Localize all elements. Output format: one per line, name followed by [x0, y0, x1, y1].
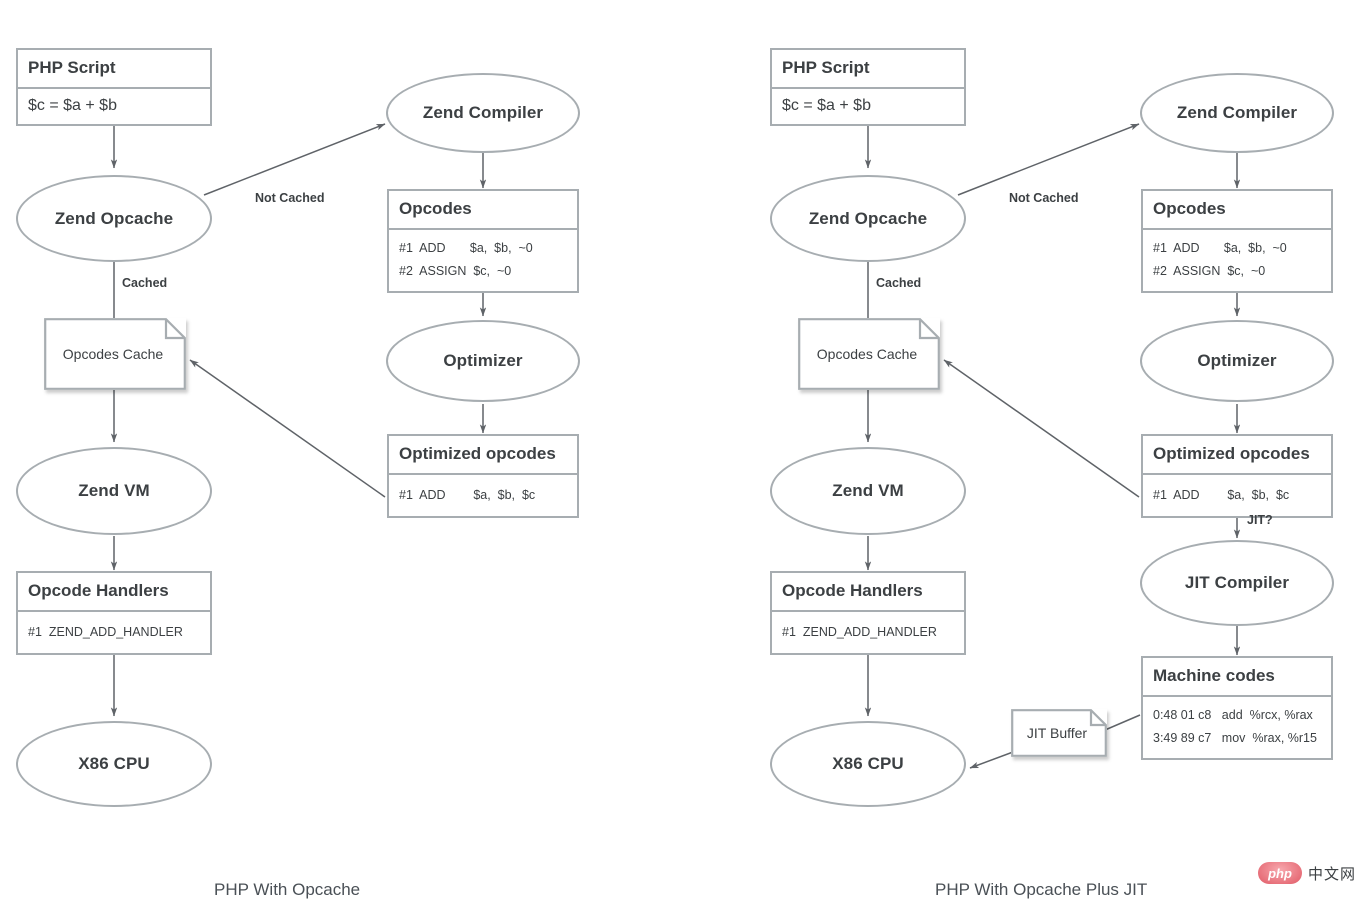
right-opcode-handlers-box: Opcode Handlers #1 ZEND_ADD_HANDLER	[770, 571, 966, 655]
left-zend-opcache-label: Zend Opcache	[54, 208, 174, 228]
right-edge-label-cached: Cached	[876, 276, 922, 290]
right-jit-compiler-ellipse: JIT Compiler	[1140, 540, 1334, 626]
right-opcode-handlers-row-1: #1 ZEND_ADD_HANDLER	[782, 624, 937, 639]
left-x86-cpu-label: X86 CPU	[78, 754, 150, 773]
right-machine-codes-box: Machine codes 0:48 01 c8 add %rcx, %rax …	[1141, 656, 1333, 760]
right-php-script-header: PHP Script	[772, 50, 964, 89]
left-zend-compiler-ellipse: Zend Compiler	[386, 73, 580, 153]
right-zend-compiler-label: Zend Compiler	[1176, 103, 1298, 122]
right-zend-compiler-ellipse: Zend Compiler	[1140, 73, 1334, 153]
right-opcodes-row-1: #1 ADD $a, $b, ~0	[1153, 240, 1287, 255]
left-opcodes-box: Opcodes #1 ADD $a, $b, ~0 #2 ASSIGN $c, …	[387, 189, 579, 293]
left-opcodes-header: Opcodes	[389, 191, 577, 230]
left-opcode-handlers-box: Opcode Handlers #1 ZEND_ADD_HANDLER	[16, 571, 212, 655]
left-zend-vm-label: Zend VM	[78, 481, 150, 500]
left-opcodes-cache-note: Opcodes Cache	[44, 318, 186, 390]
left-x86-cpu-ellipse: X86 CPU	[16, 721, 212, 807]
right-opcodes-box: Opcodes #1 ADD $a, $b, ~0 #2 ASSIGN $c, …	[1141, 189, 1333, 293]
left-php-script-box: PHP Script $c = $a + $b	[16, 48, 212, 127]
right-php-script-box: PHP Script $c = $a + $b	[770, 48, 966, 127]
right-opcodes-header: Opcodes	[1143, 191, 1331, 230]
left-zend-vm-ellipse: Zend VM	[16, 447, 212, 535]
right-opcodes-cache-note: Opcodes Cache	[798, 318, 940, 390]
right-jit-buffer-note: JIT Buffer	[1011, 709, 1107, 757]
right-optimized-opcodes-row-1: #1 ADD $a, $b, $c	[1153, 487, 1290, 502]
left-php-script-header: PHP Script	[18, 50, 210, 89]
left-zend-compiler-label: Zend Compiler	[422, 103, 544, 122]
left-edge-label-cached: Cached	[122, 276, 168, 290]
right-zend-vm-ellipse: Zend VM	[770, 447, 966, 535]
right-optimized-opcodes-box: Optimized opcodes #1 ADD $a, $b, $c	[1141, 434, 1333, 518]
php-logo-icon: php	[1258, 862, 1302, 884]
left-opcodes-row-2: #2 ASSIGN $c, ~0	[399, 263, 512, 278]
right-diagram-caption: PHP With Opcache Plus JIT	[935, 880, 1148, 899]
left-edge-label-not-cached: Not Cached	[255, 191, 325, 205]
right-zend-opcache-label: Zend Opcache	[808, 208, 928, 228]
right-edge-label-jit: JIT?	[1247, 513, 1273, 527]
right-optimizer-ellipse: Optimizer	[1140, 320, 1334, 402]
left-opcodes-row-1: #1 ADD $a, $b, ~0	[399, 240, 533, 255]
left-diagram-caption: PHP With Opcache	[214, 880, 361, 899]
php-watermark: php 中文网	[1258, 862, 1356, 884]
left-optimizer-ellipse: Optimizer	[386, 320, 580, 402]
left-php-script-row: $c = $a + $b	[28, 96, 117, 114]
left-opcodes-cache-label: Opcodes Cache	[62, 346, 164, 362]
right-machine-codes-header: Machine codes	[1143, 658, 1331, 697]
right-machine-codes-row-2: 3:49 89 c7 mov %rax, %r15	[1153, 730, 1317, 745]
left-optimizer-label: Optimizer	[443, 351, 523, 370]
right-optimizer-label: Optimizer	[1197, 351, 1277, 370]
right-machine-codes-row-1: 0:48 01 c8 add %rcx, %rax	[1153, 707, 1313, 722]
right-jit-buffer-label: JIT Buffer	[1026, 725, 1088, 741]
right-x86-cpu-label: X86 CPU	[832, 754, 904, 773]
left-optimized-opcodes-row-1: #1 ADD $a, $b, $c	[399, 487, 536, 502]
left-opcode-handlers-row-1: #1 ZEND_ADD_HANDLER	[28, 624, 183, 639]
right-opcodes-cache-label: Opcodes Cache	[816, 346, 918, 362]
left-optimized-opcodes-header: Optimized opcodes	[389, 436, 577, 475]
right-opcodes-row-2: #2 ASSIGN $c, ~0	[1153, 263, 1266, 278]
right-edge-label-not-cached: Not Cached	[1009, 191, 1079, 205]
right-zend-opcache-ellipse: Zend Opcache	[770, 175, 966, 262]
right-optimized-opcodes-header: Optimized opcodes	[1143, 436, 1331, 475]
left-optimized-opcodes-box: Optimized opcodes #1 ADD $a, $b, $c	[387, 434, 579, 518]
right-php-script-row: $c = $a + $b	[782, 96, 871, 114]
php-watermark-text: 中文网	[1308, 865, 1357, 883]
right-opcode-handlers-header: Opcode Handlers	[772, 573, 964, 612]
right-jit-compiler-label: JIT Compiler	[1184, 573, 1290, 592]
left-zend-opcache-ellipse: Zend Opcache	[16, 175, 212, 262]
left-opcode-handlers-header: Opcode Handlers	[18, 573, 210, 612]
right-zend-vm-label: Zend VM	[832, 481, 904, 500]
right-x86-cpu-ellipse: X86 CPU	[770, 721, 966, 807]
